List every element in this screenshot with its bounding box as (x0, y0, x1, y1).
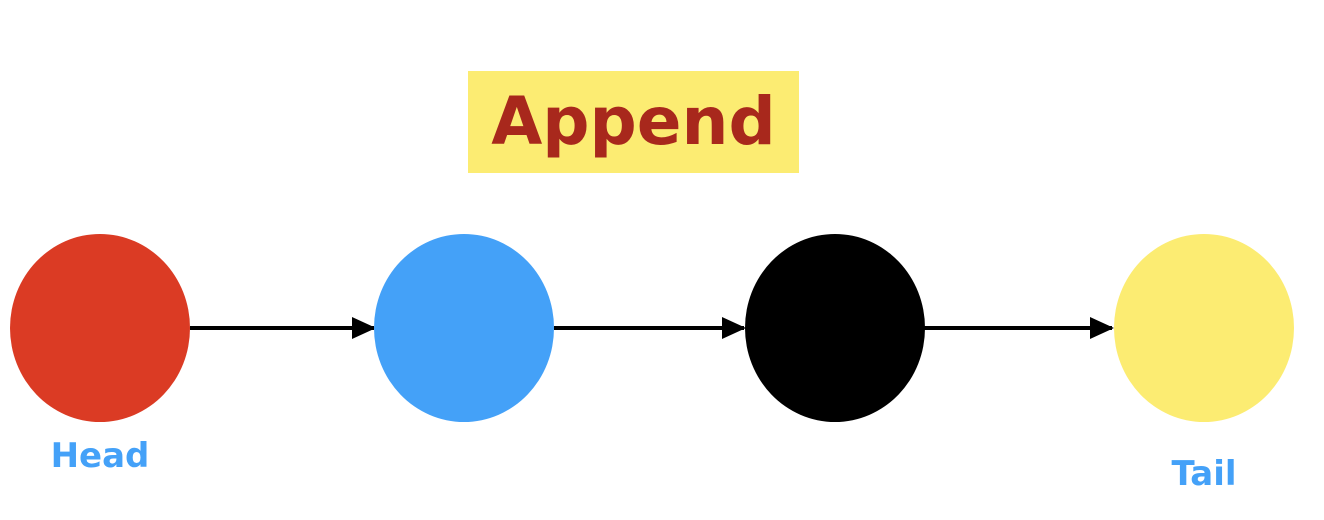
node-3 (745, 234, 925, 422)
tail-label: Tail (1171, 454, 1237, 494)
head-label: Head (50, 436, 150, 476)
title-banner: Append (468, 71, 799, 173)
node-2 (374, 234, 554, 422)
title-text: Append (491, 83, 776, 160)
node-head (10, 234, 190, 422)
node-tail (1114, 234, 1294, 422)
